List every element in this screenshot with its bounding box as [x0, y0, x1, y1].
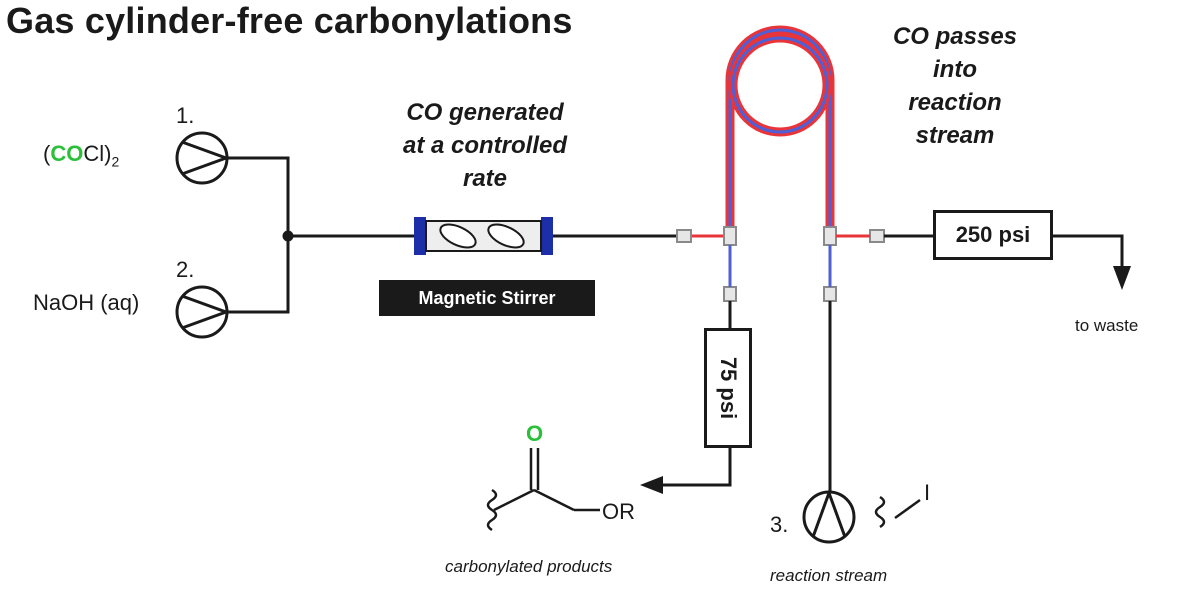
- products-caption: carbonylated products: [445, 557, 613, 576]
- product-or-group: OR: [602, 499, 635, 524]
- pump-1-reagent-co: CO: [50, 141, 84, 166]
- pump-3-number: 3.: [770, 512, 789, 537]
- substrate-iodide: I: [924, 480, 931, 505]
- pump-1-reagent: (COCl)2: [43, 141, 119, 169]
- connectors: [676, 226, 885, 302]
- reaction-stream-caption: reaction stream: [770, 566, 888, 585]
- regulator-250-label: 250 psi: [955, 222, 1031, 247]
- pump-1-number: 1.: [176, 103, 195, 128]
- back-pressure-regulator-75: 75 psi: [704, 328, 752, 448]
- feed-lines: [227, 156, 414, 314]
- regulator-75-label: 75 psi: [716, 356, 741, 420]
- co-generated-line-2: at a controlled: [402, 132, 568, 159]
- pump-1-reagent-mid: Cl): [83, 141, 112, 166]
- pump-2-reagent: NaOH (aq): [33, 290, 140, 315]
- co-passes-line-2: into: [933, 56, 977, 83]
- product-carbonyl-oxygen: O: [526, 421, 544, 446]
- co-generator-reactor: [414, 217, 553, 255]
- co-generated-line-3: rate: [462, 165, 508, 192]
- product-structure: [486, 448, 600, 532]
- co-passes-line-1: CO passes: [892, 23, 1018, 50]
- co-passes-line-4: stream: [915, 122, 995, 149]
- magnetic-stirrer-label: Magnetic Stirrer: [379, 280, 595, 316]
- diagram-title: Gas cylinder-free carbonylations: [6, 0, 573, 41]
- back-pressure-regulator-250: 250 psi: [933, 210, 1053, 260]
- pump-1: [175, 131, 231, 185]
- co-passes-line-3: reaction: [908, 89, 1002, 116]
- waste-label: to waste: [1075, 316, 1139, 335]
- pump-3: [802, 488, 856, 544]
- pump-1-reagent-sub: 2: [111, 153, 120, 170]
- substrate-structure: [874, 495, 921, 529]
- tube-in-tube-coil: [725, 25, 835, 228]
- pump-2-number: 2.: [176, 257, 195, 282]
- pump-1-reagent-prefix: (: [43, 141, 51, 166]
- co-generated-label: CO generated at a controlled rate: [370, 96, 600, 195]
- co-passes-label: CO passes into reaction stream: [855, 20, 1055, 152]
- co-generated-line-1: CO generated: [406, 99, 564, 126]
- pump-2: [175, 285, 231, 339]
